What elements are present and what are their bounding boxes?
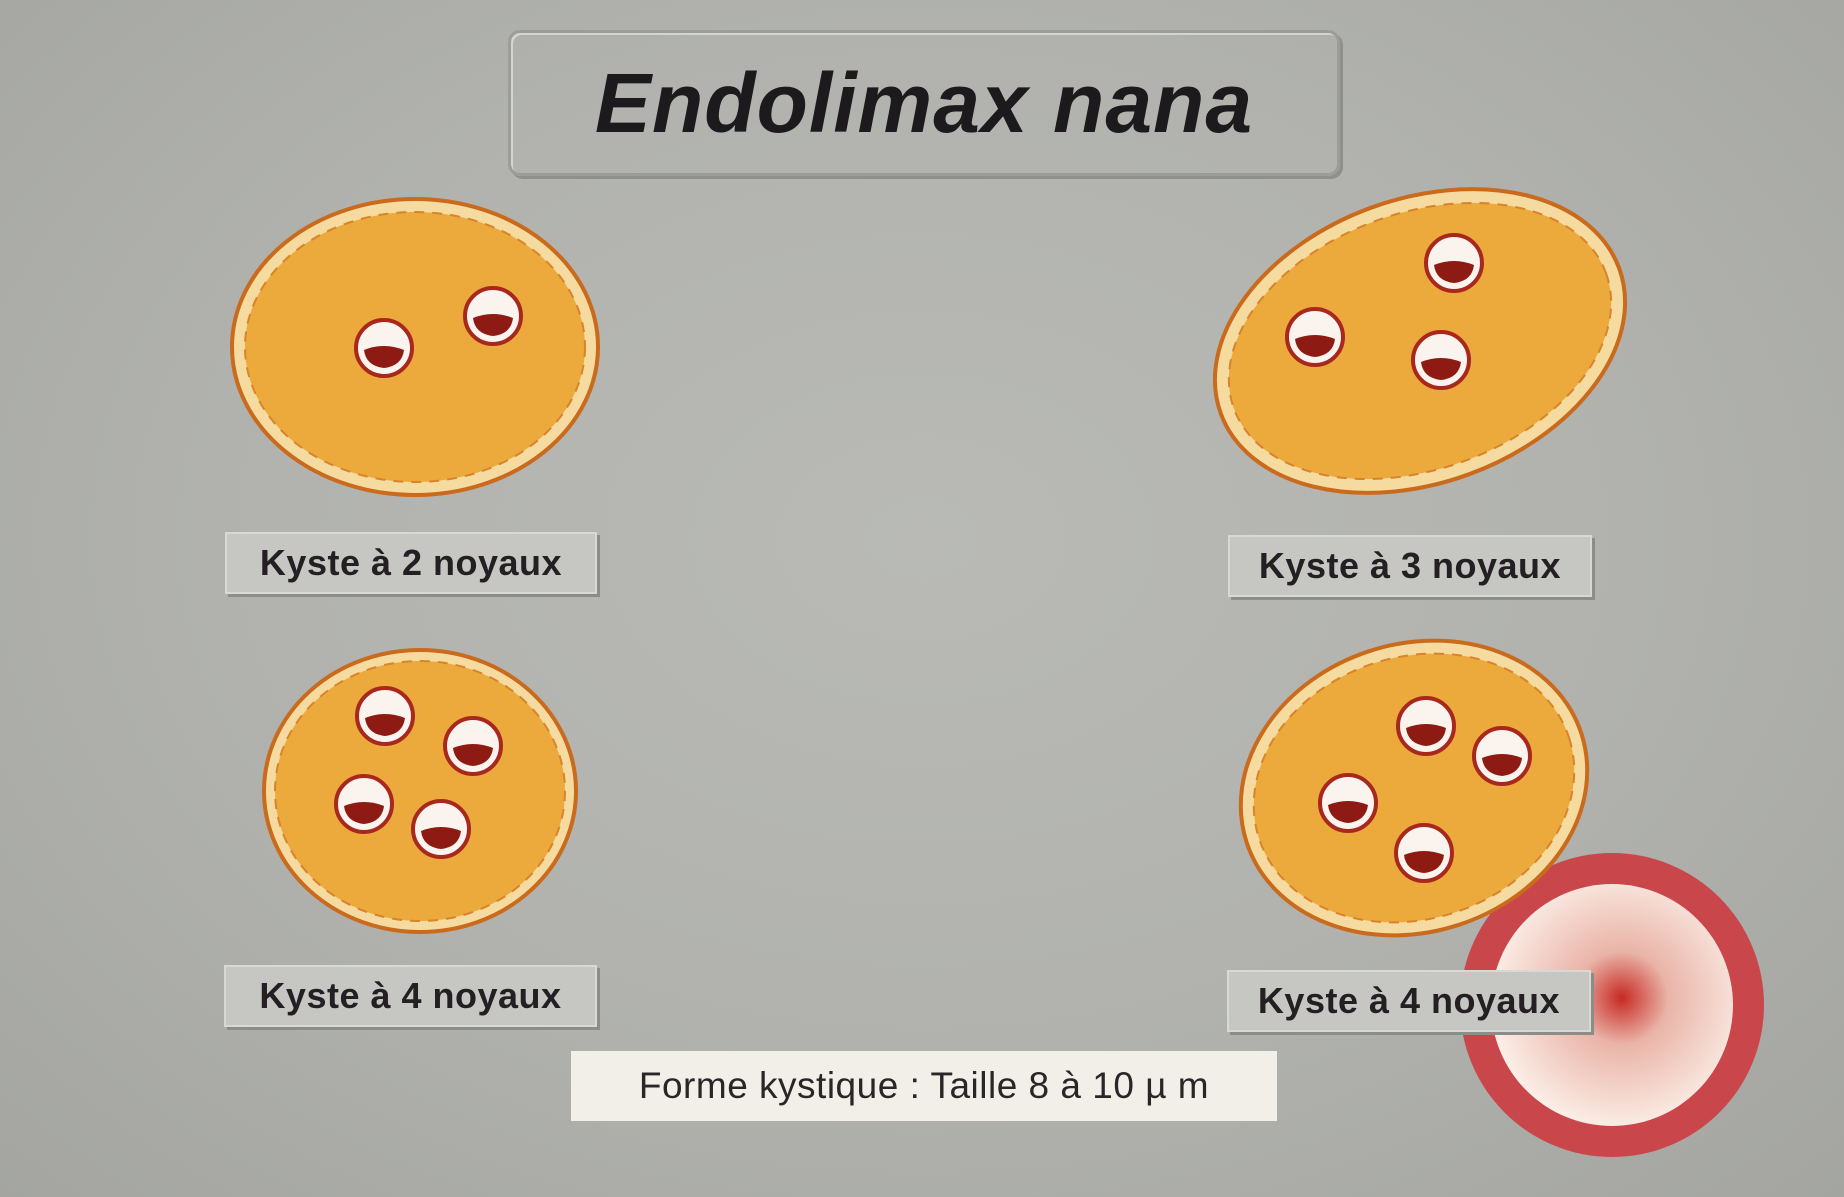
cyst-4-nuclei-right [1238, 638, 1590, 938]
nucleus [1472, 726, 1532, 786]
nucleus [355, 686, 415, 746]
nucleus [1411, 330, 1471, 390]
cyst-label-4-nuclei-right: Kyste à 4 noyaux [1227, 970, 1591, 1032]
stamp-circle [1460, 853, 1764, 1157]
nucleus [334, 774, 394, 834]
size-caption: Forme kystique : Taille 8 à 10 µ m [571, 1051, 1277, 1121]
nucleus [1424, 233, 1484, 293]
nucleus [1394, 823, 1454, 883]
nucleus [411, 799, 471, 859]
nucleus [463, 286, 523, 346]
nucleus [354, 318, 414, 378]
cyst-4-nuclei-left [262, 648, 578, 934]
page-title: Endolimax nana [594, 55, 1254, 150]
nucleus [1396, 696, 1456, 756]
cyst-label-3-nuclei: Kyste à 3 noyaux [1228, 535, 1592, 597]
cyst-label-4-nuclei-left: Kyste à 4 noyaux [224, 965, 597, 1027]
nucleus [1318, 773, 1378, 833]
nucleus [443, 716, 503, 776]
cyst-2-nuclei [230, 197, 600, 497]
title-box: Endolimax nana [508, 30, 1340, 176]
nucleus [1285, 307, 1345, 367]
cyst-label-2-nuclei: Kyste à 2 noyaux [225, 532, 597, 594]
